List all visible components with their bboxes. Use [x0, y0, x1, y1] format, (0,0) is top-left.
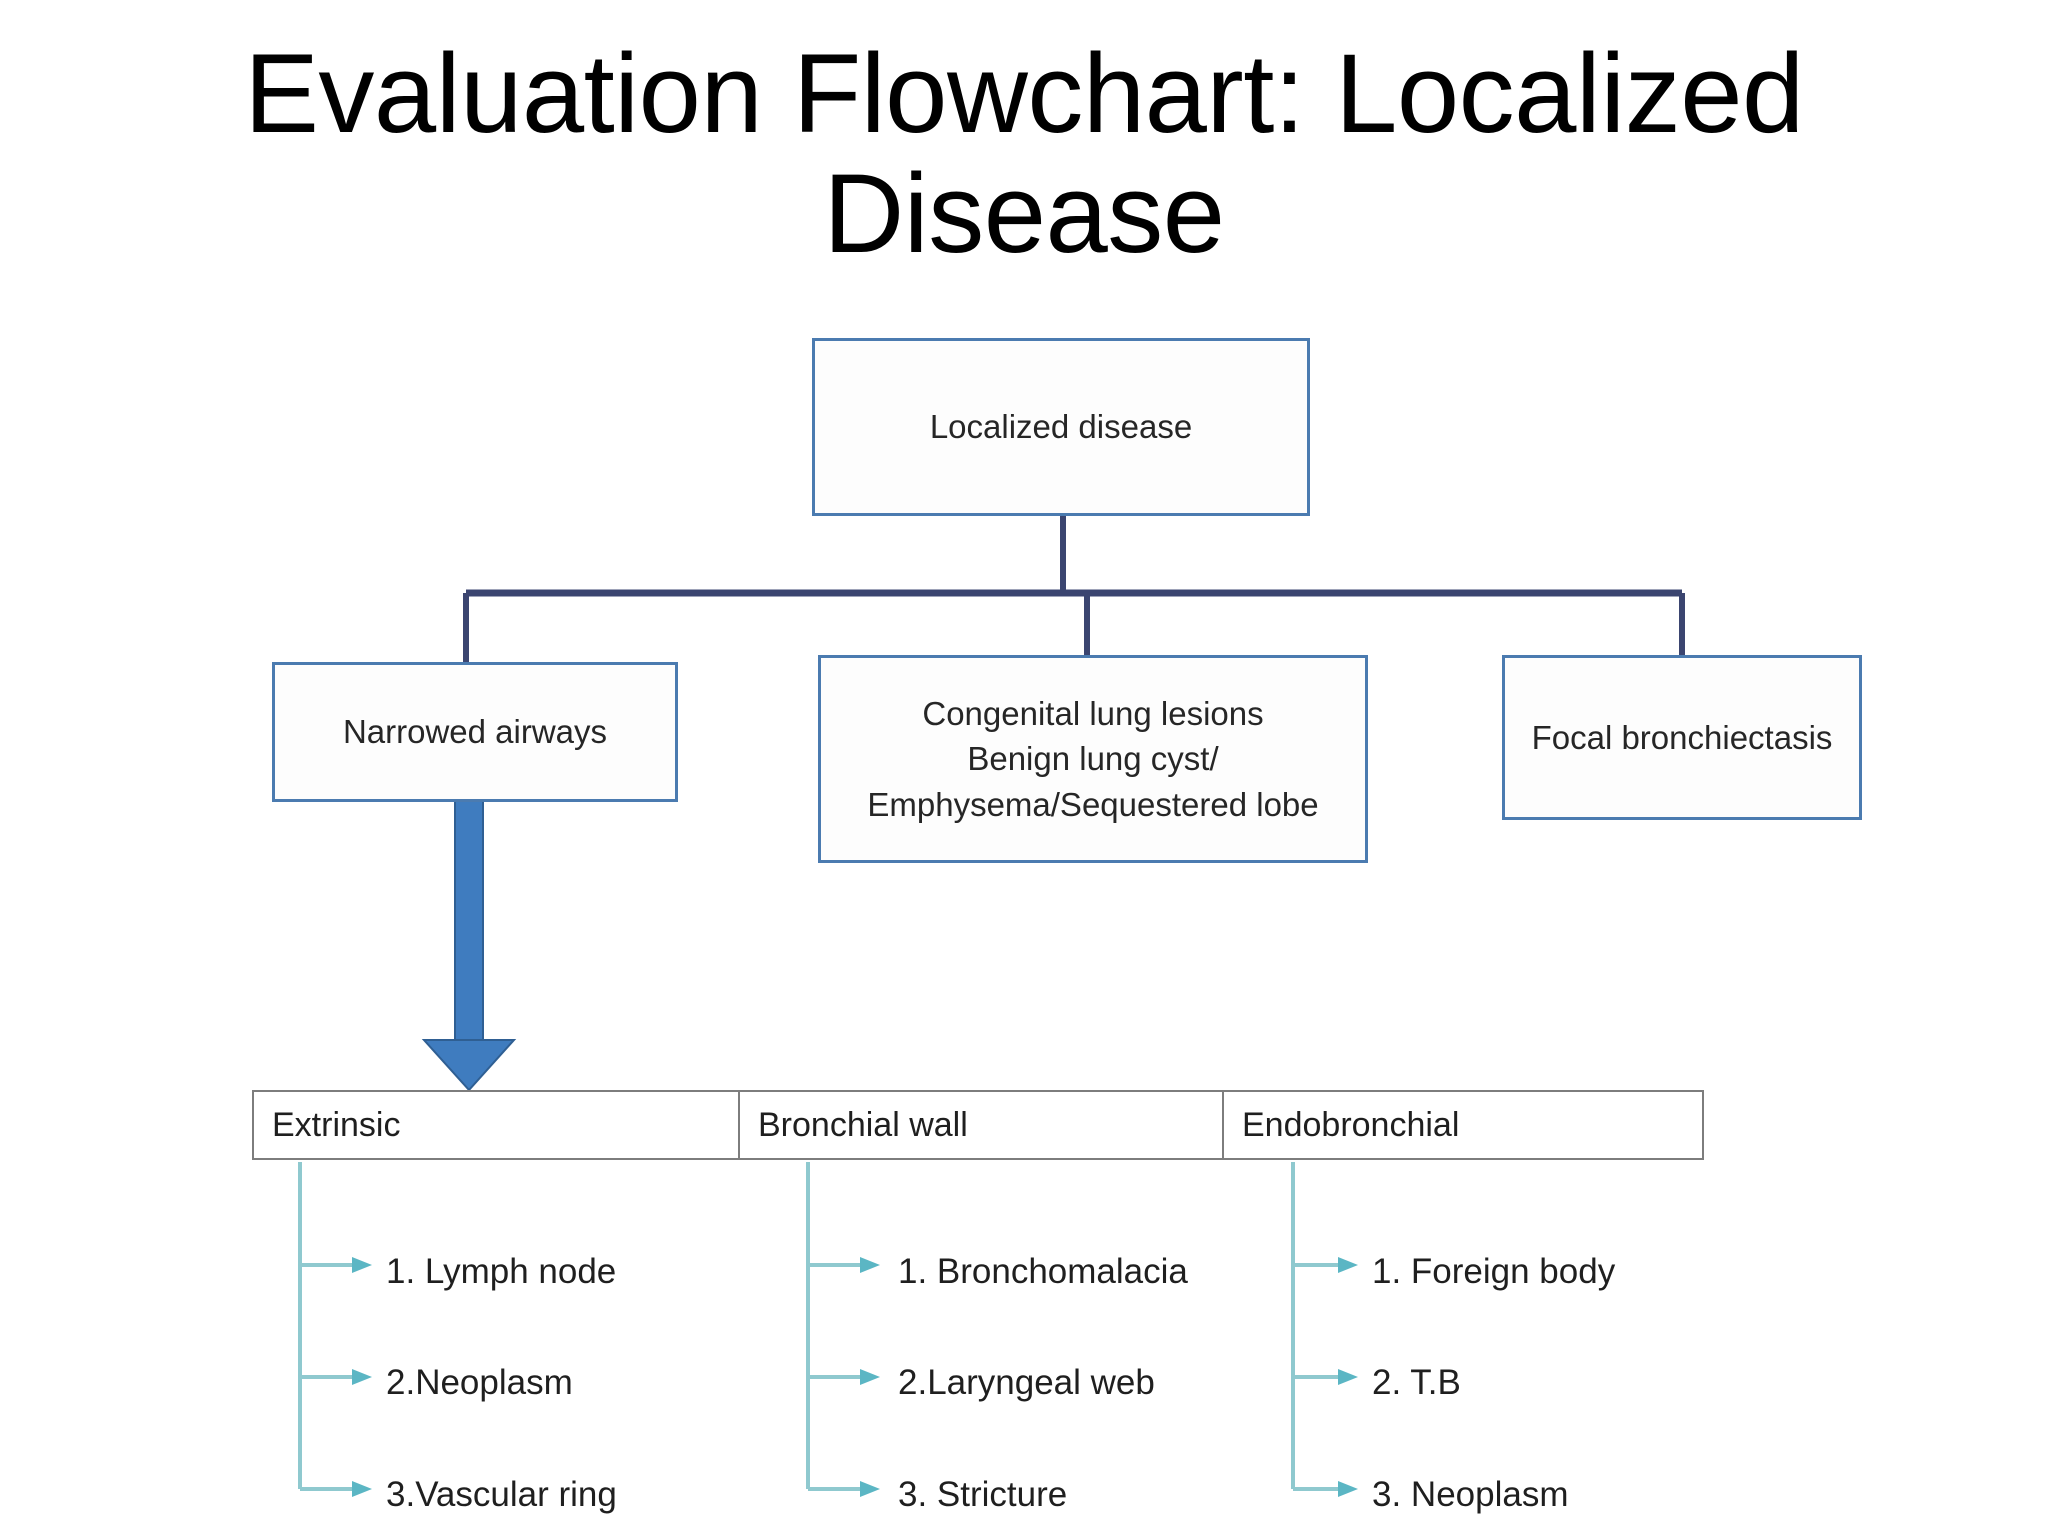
node-congenital-line-3: Emphysema/Sequestered lobe — [867, 785, 1319, 823]
list-item: 3. Stricture — [898, 1475, 1068, 1514]
list-item: 3. Neoplasm — [1372, 1475, 1569, 1514]
list-item: 3.Vascular ring — [386, 1475, 617, 1514]
arrowheads-endobronchial — [1338, 1257, 1358, 1497]
category-header-extrinsic[interactable]: Extrinsic — [254, 1092, 738, 1158]
connector-group-endobronchial — [1291, 1162, 1338, 1491]
arrow-narrowed-to-categories — [421, 799, 517, 1092]
list-item: 2.Neoplasm — [386, 1363, 573, 1402]
node-localized-disease[interactable]: Localized disease — [812, 338, 1310, 516]
list-item: 2. T.B — [1372, 1363, 1461, 1402]
list-item: 1. Foreign body — [1372, 1252, 1616, 1291]
category-header-row: Extrinsic Bronchial wall Endobronchial — [252, 1090, 1704, 1160]
connector-group-bronchial-wall — [806, 1162, 860, 1491]
page-title: Evaluation Flowchart: Localized Disease — [244, 31, 1804, 276]
connector-group-extrinsic — [298, 1162, 352, 1491]
arrowheads-extrinsic — [352, 1257, 372, 1497]
node-focal-bronchiectasis-label: Focal bronchiectasis — [1531, 718, 1833, 756]
list-item: 1. Lymph node — [386, 1252, 617, 1291]
node-congenital-line-1: Congenital lung lesions — [922, 694, 1264, 732]
arrowheads-bronchial-wall — [860, 1257, 880, 1497]
node-congenital-lung-lesions[interactable]: Congenital lung lesions Benign lung cyst… — [818, 655, 1368, 863]
category-header-endobronchial-label: Endobronchial — [1242, 1105, 1460, 1144]
category-header-bronchial-wall[interactable]: Bronchial wall — [738, 1092, 1222, 1158]
node-congenital-line-2: Benign lung cyst/ — [967, 740, 1219, 778]
category-header-endobronchial[interactable]: Endobronchial — [1222, 1092, 1702, 1158]
node-focal-bronchiectasis[interactable]: Focal bronchiectasis — [1502, 655, 1862, 820]
list-item: 2.Laryngeal web — [898, 1363, 1155, 1402]
node-narrowed-airways[interactable]: Narrowed airways — [272, 662, 678, 802]
category-header-extrinsic-label: Extrinsic — [272, 1105, 401, 1144]
node-narrowed-airways-label: Narrowed airways — [342, 713, 608, 750]
node-localized-disease-label: Localized disease — [929, 408, 1193, 445]
list-item: 1. Bronchomalacia — [898, 1252, 1188, 1291]
category-header-bronchial-wall-label: Bronchial wall — [758, 1105, 968, 1144]
